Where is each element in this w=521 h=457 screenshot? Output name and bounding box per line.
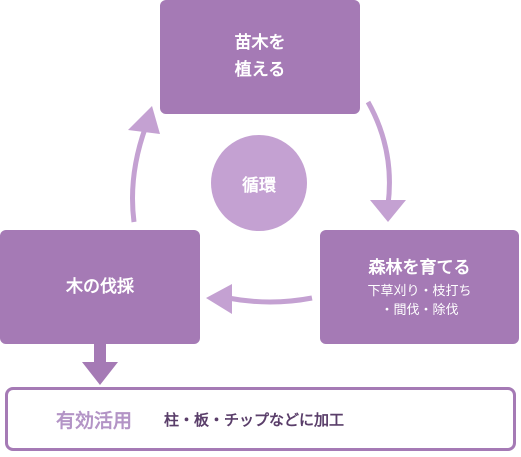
arrow-plant-to-raise-head <box>370 200 406 222</box>
arrow-raise-to-harvest <box>227 295 313 305</box>
arrow-raise-to-harvest-head <box>206 284 232 314</box>
usage-description: 柱・板・チップなどに加工 <box>164 410 345 429</box>
arrow-harvest-to-usage-shaft <box>94 344 106 364</box>
step-raise-sub-line2: ・間伐・除伐 <box>380 302 459 318</box>
arrow-harvest-to-plant-head <box>128 106 160 134</box>
cycle-center-circle: 循環 <box>211 135 307 231</box>
step-plant-title-line2: 植える <box>234 60 286 80</box>
step-raise-sub-line1: 下草刈り・枝打ち <box>367 283 472 299</box>
arrow-harvest-to-usage-head <box>82 362 118 385</box>
step-raise-title: 森林を育てる <box>368 257 471 278</box>
step-raise-forest: 森林を育てる 下草刈り・枝打ち ・間伐・除伐 <box>320 230 519 344</box>
usage-title: 有効活用 <box>56 409 133 432</box>
arrow-harvest-to-plant <box>130 125 149 223</box>
usage-bar: 有効活用 柱・板・チップなどに加工 <box>5 387 516 451</box>
step-plant-title-line1: 苗木を <box>234 33 286 53</box>
step-harvest: 木の伐採 <box>0 230 200 344</box>
cycle-center-label: 循環 <box>242 175 276 196</box>
step-plant-seedlings: 苗木を 植える <box>160 0 360 114</box>
step-harvest-title: 木の伐採 <box>66 276 134 297</box>
arrow-plant-to-raise <box>365 100 392 206</box>
